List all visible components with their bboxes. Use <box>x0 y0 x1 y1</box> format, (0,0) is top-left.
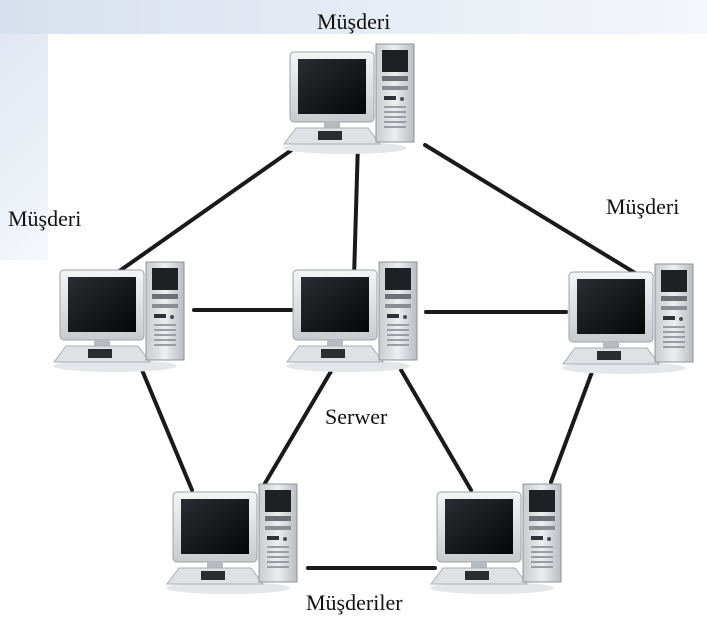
label-client-left: Müşderi <box>8 206 82 231</box>
label-client-top: Müşderi <box>317 9 391 34</box>
computer-client-top <box>282 43 415 155</box>
computer-client-bottom-left <box>165 483 298 595</box>
label-server: Serwer <box>325 404 388 429</box>
link-top-right <box>423 143 642 278</box>
label-clients-bottom: Müşderiler <box>306 590 403 615</box>
link-center-bottomleft <box>262 366 335 487</box>
computer-server <box>285 261 418 373</box>
link-right-bottomright <box>549 370 594 484</box>
link-top-left <box>116 140 305 274</box>
computer-client-bottom-right <box>429 483 562 595</box>
link-center-bottomright <box>399 368 473 492</box>
link-left-bottomleft <box>140 368 194 492</box>
computer-client-left <box>52 261 185 373</box>
label-client-right: Müşderi <box>606 194 680 219</box>
background-band <box>0 0 707 34</box>
computer-client-right <box>561 263 694 375</box>
link-top-center <box>352 140 360 280</box>
connection-lines <box>116 140 642 570</box>
